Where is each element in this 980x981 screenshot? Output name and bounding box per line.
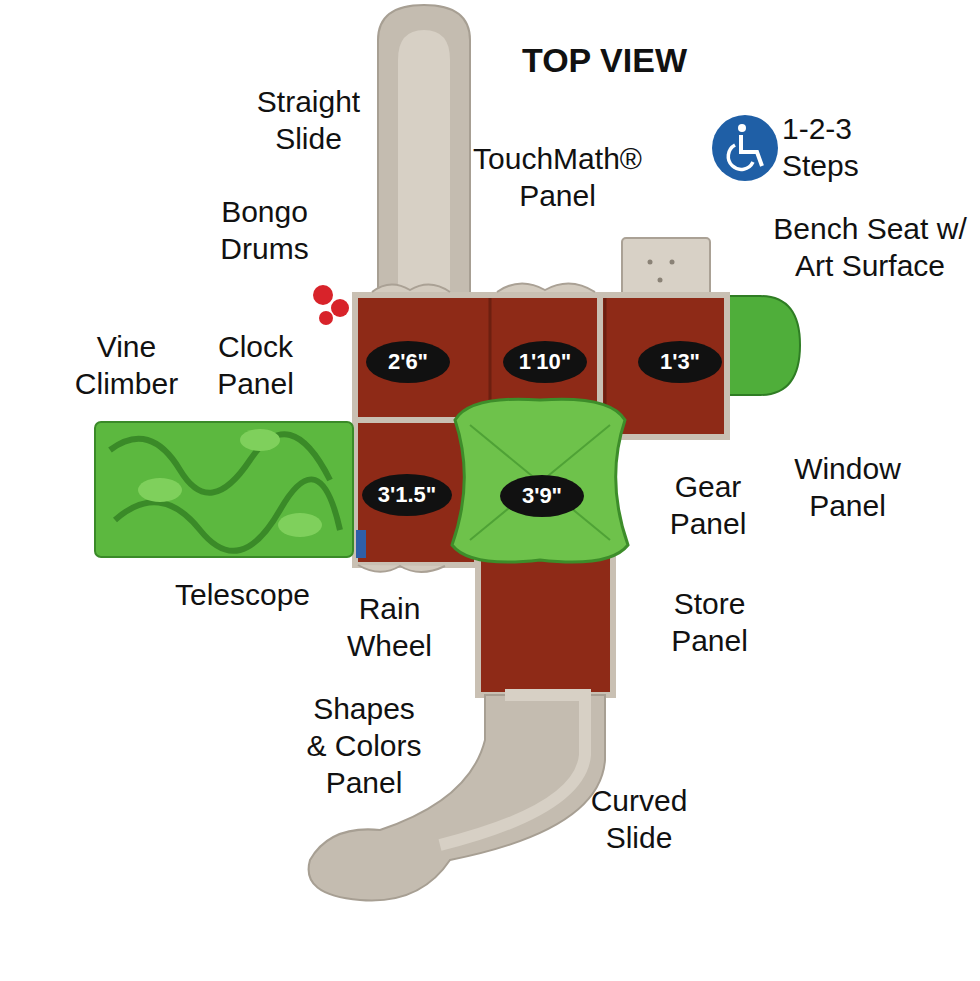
dimension-text: 1'3" xyxy=(660,349,700,375)
slide-chute xyxy=(440,695,585,845)
part-label: Vine Climber xyxy=(64,328,189,402)
dimension-text: 2'6" xyxy=(388,349,428,375)
barrier-top xyxy=(497,283,595,292)
part-label: Bongo Drums xyxy=(212,193,317,267)
bongo-drum xyxy=(319,311,333,325)
dimension-oval: 1'3" xyxy=(638,341,722,383)
part-label: TouchMath® Panel xyxy=(470,140,645,214)
straight-slide xyxy=(378,5,470,300)
lower-deck xyxy=(478,555,613,695)
dimension-oval: 3'1.5" xyxy=(362,474,452,516)
vine-climber xyxy=(95,422,353,557)
bolt xyxy=(648,260,653,265)
part-label: Bench Seat w/ Art Surface xyxy=(760,210,980,284)
barrier-top xyxy=(372,284,450,292)
roof xyxy=(452,399,628,562)
dimension-text: 3'9" xyxy=(522,483,562,509)
roof-rib xyxy=(470,425,610,540)
bolt xyxy=(670,260,675,265)
deck-seam xyxy=(604,298,607,420)
leaf xyxy=(138,478,182,502)
bongo-drum xyxy=(313,285,333,305)
part-label: Shapes & Colors Panel xyxy=(300,690,428,801)
dimension-oval: 2'6" xyxy=(366,341,450,383)
slide-chute xyxy=(398,30,450,300)
leaf xyxy=(240,429,280,451)
bench-seat xyxy=(728,296,800,395)
part-label: Window Panel xyxy=(780,450,915,524)
part-label: Curved Slide xyxy=(580,782,698,856)
part-label: Telescope xyxy=(160,576,325,613)
part-label: Rain Wheel xyxy=(337,590,442,664)
title: TOP VIEW xyxy=(522,40,687,80)
accessibility-icon xyxy=(712,115,778,181)
part-label: Clock Panel xyxy=(208,328,303,402)
leaf xyxy=(278,513,322,537)
part-label: 1-2-3 Steps xyxy=(782,110,877,184)
bolt xyxy=(658,278,663,283)
bongo-drum xyxy=(331,299,349,317)
part-label: Store Panel xyxy=(662,585,757,659)
icon-head xyxy=(738,124,746,132)
dimension-oval: 3'9" xyxy=(500,475,584,517)
dimension-text: 1'10" xyxy=(519,349,571,375)
dimension-text: 3'1.5" xyxy=(378,482,436,508)
barrier-bottom xyxy=(358,565,445,572)
icon-wheel xyxy=(728,145,753,169)
part-label: Straight Slide xyxy=(246,83,371,157)
telescope xyxy=(356,530,366,558)
dimension-oval: 1'10" xyxy=(503,341,587,383)
part-label: Gear Panel xyxy=(662,468,754,542)
